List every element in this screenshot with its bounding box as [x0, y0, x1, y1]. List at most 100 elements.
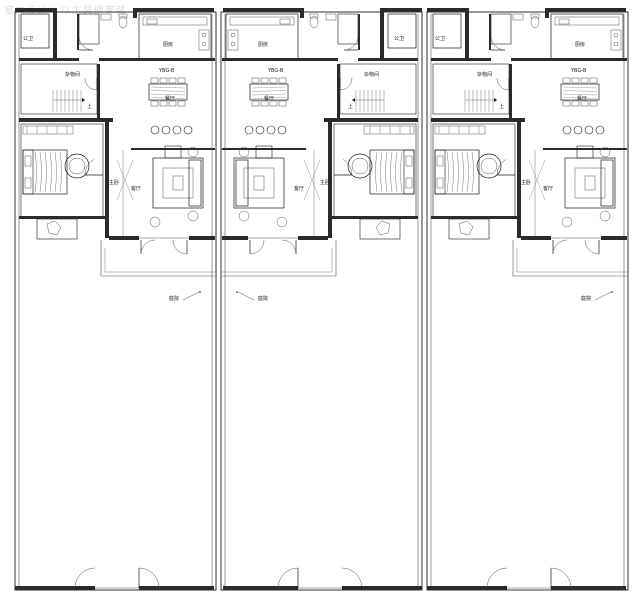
- bedroom-door: [84, 159, 103, 176]
- dining-table: [148, 83, 188, 101]
- dining-chair: [159, 77, 168, 84]
- wardrobe: [363, 125, 415, 135]
- yard-leader: [237, 291, 255, 301]
- label-living: 客厅: [294, 186, 305, 192]
- door-arc: [552, 239, 568, 255]
- wall-segment: [19, 58, 79, 61]
- wall-segment: [133, 8, 137, 18]
- kitchen-stove: [198, 29, 210, 51]
- dining-table: [249, 83, 289, 101]
- wall-segment: [601, 236, 627, 240]
- bathroom-room: [337, 13, 359, 45]
- wall-segment: [300, 8, 304, 18]
- gate-right: [138, 567, 160, 589]
- bedding-fold: [390, 151, 393, 193]
- yard-leader-dot: [611, 291, 613, 293]
- dining-chair: [571, 100, 580, 107]
- armchair: [255, 145, 273, 159]
- round-chair: [347, 153, 373, 179]
- entrance-door-right: [584, 239, 600, 255]
- armchair: [164, 145, 182, 159]
- label-stair-up: 上: [87, 104, 93, 110]
- dining-chair: [269, 100, 278, 107]
- toilet-room: [387, 13, 417, 49]
- bedding-fold: [461, 151, 464, 193]
- door-arc: [490, 35, 506, 51]
- yard-leader: [594, 291, 612, 301]
- bedroom-door: [496, 159, 515, 176]
- dining-chair: [562, 77, 571, 84]
- wardrobe: [22, 125, 74, 135]
- kitchen-sink: [146, 18, 158, 25]
- label-wc: 公卫: [435, 36, 446, 42]
- tv-diagonal: [528, 159, 546, 201]
- wall-segment: [545, 8, 549, 18]
- dining-table: [560, 83, 600, 101]
- entrance-door-left: [140, 239, 156, 255]
- table-grain: [150, 93, 186, 96]
- toilet-tank: [118, 13, 128, 19]
- coffee-table-inner: [253, 175, 265, 191]
- table-grain: [562, 90, 598, 92]
- wash-basin: [325, 13, 337, 21]
- unit-2: [220, 8, 423, 591]
- wall-segment: [384, 8, 422, 12]
- wall-segment: [511, 58, 627, 61]
- dining-chair: [159, 100, 168, 107]
- wall-segment: [358, 58, 418, 61]
- dining-chair: [589, 77, 598, 84]
- door-arc: [249, 239, 265, 255]
- kitchen-counter: [229, 16, 295, 26]
- bar-stool: [150, 125, 160, 135]
- entrance-door-left: [552, 239, 568, 255]
- yard-leader-dot: [199, 291, 201, 293]
- label-elevation-tag: YBG-B: [571, 68, 587, 74]
- toilet-room: [432, 13, 462, 49]
- table-grain: [150, 86, 186, 89]
- bedding-fold: [400, 151, 403, 193]
- door-arc: [550, 567, 572, 589]
- wall-segment: [139, 586, 214, 590]
- door-arc: [584, 239, 600, 255]
- label-living: 客厅: [543, 186, 554, 192]
- pillow: [436, 155, 444, 167]
- dining-chair: [269, 77, 278, 84]
- living-rug: [152, 157, 204, 209]
- wall-segment: [15, 8, 53, 12]
- side-table: [276, 216, 288, 228]
- table-grain: [562, 97, 598, 99]
- bathroom-door: [78, 35, 94, 51]
- armchair: [576, 145, 594, 159]
- round-chair: [476, 153, 502, 179]
- lounge-chair: [46, 220, 62, 236]
- stove-burner: [613, 32, 619, 38]
- label-elevation-tag: YBG-B: [159, 68, 175, 74]
- coffee-table: [574, 167, 606, 199]
- door-arc: [343, 35, 359, 51]
- dining-chair: [580, 100, 589, 107]
- door-arc: [138, 567, 160, 589]
- toilet-tank: [309, 13, 319, 19]
- wall-segment: [298, 236, 328, 240]
- dining-chair: [251, 77, 260, 84]
- label-yard: 庭院: [258, 296, 269, 302]
- round-chair-seat: [480, 157, 498, 175]
- toilet-bowl: [309, 15, 319, 29]
- bed: [22, 149, 68, 195]
- door-arc: [172, 239, 188, 255]
- yard-leader: [182, 291, 200, 301]
- stove-burner: [201, 41, 207, 47]
- door-arc: [277, 567, 299, 589]
- label-storage: 杂物间: [364, 72, 380, 78]
- storage-door: [496, 77, 510, 91]
- side-table: [599, 210, 611, 222]
- stair-arrow: [494, 98, 497, 102]
- side-table: [599, 146, 611, 158]
- dining-chair: [168, 100, 177, 107]
- table-grain: [150, 90, 186, 92]
- door-arc: [486, 567, 508, 589]
- door-arc: [84, 159, 95, 176]
- bed: [369, 149, 415, 195]
- wall-segment: [137, 8, 214, 12]
- bedding-fold: [54, 151, 57, 193]
